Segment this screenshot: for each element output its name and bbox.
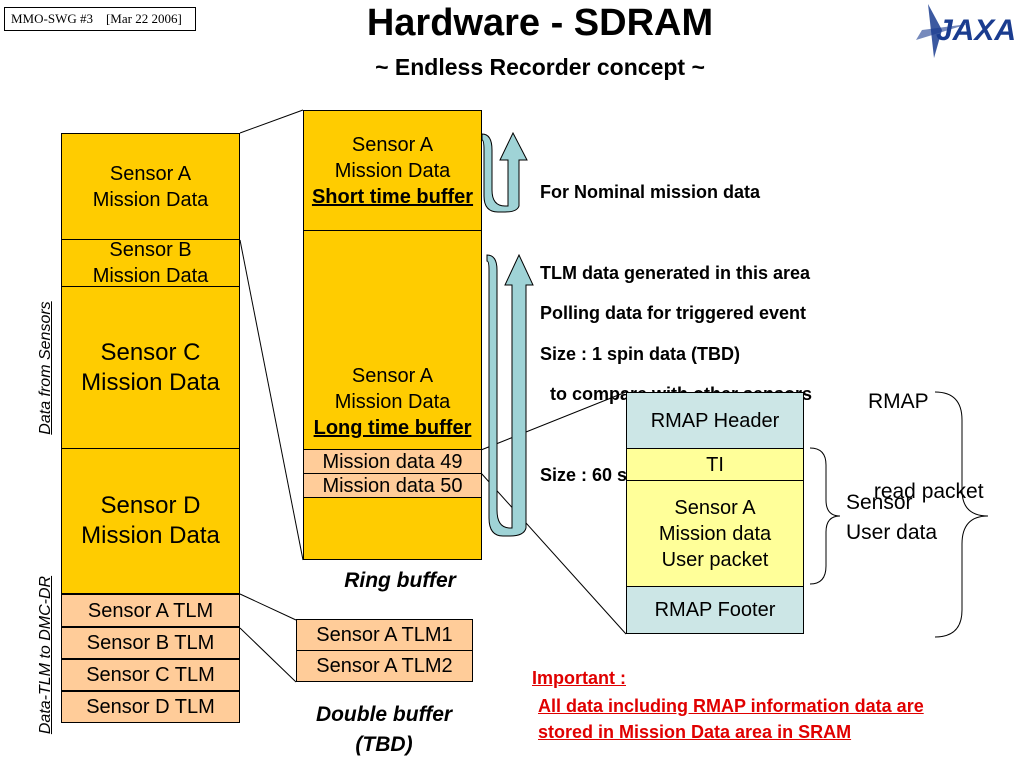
- rmap-footer-label: RMAP Footer: [654, 599, 776, 621]
- rmap-read-packet-brace-icon: [934, 391, 989, 638]
- mission-data-50-label: Mission data 50: [322, 474, 463, 497]
- mission-data-49: Mission data 49: [303, 449, 482, 474]
- long-buffer-line1: Sensor A: [351, 365, 434, 387]
- sensor-d-line1: Sensor D: [100, 492, 201, 519]
- user-packet-line3: User packet: [661, 548, 769, 571]
- long-buffer-line2: Mission Data: [334, 391, 451, 413]
- rmap-label-line1: RMAP: [868, 390, 929, 413]
- rmap-footer: RMAP Footer: [626, 586, 804, 634]
- short-buffer-line2: Mission Data: [334, 159, 451, 182]
- mission-data-49-label: Mission data 49: [322, 450, 463, 473]
- nominal-note-line1: For Nominal mission data: [540, 182, 761, 202]
- short-buffer-line1: Sensor A: [351, 133, 434, 156]
- sensor-c-line1: Sensor C: [100, 338, 201, 366]
- sensor-d-line2: Mission Data: [81, 522, 220, 549]
- sensor-c-line2: Mission Data: [81, 368, 220, 396]
- long-time-buffer: Sensor A Mission Data Long time buffer: [303, 230, 482, 450]
- nominal-note: For Nominal mission data TLM data genera…: [540, 125, 810, 395]
- sensor-user-data-label: Sensor User data: [846, 488, 937, 548]
- rmap-label-line2: read packet: [868, 480, 984, 503]
- important-title: Important :: [532, 668, 626, 688]
- sensor-d-tlm-label: Sensor D TLM: [86, 696, 215, 718]
- sensor-b-line1: Sensor B: [109, 239, 192, 261]
- nominal-note-line2: TLM data generated in this area: [540, 263, 811, 283]
- logo-text: JAXA: [936, 14, 1016, 47]
- sensor-a-line2: Mission Data: [92, 188, 209, 211]
- short-buffer-line3: Short time buffer: [311, 185, 474, 208]
- page-subtitle: ~ Endless Recorder concept ~: [375, 54, 705, 80]
- long-loop-arrow-icon: [486, 253, 534, 537]
- rmap-read-packet-label: RMAP read packet: [868, 327, 984, 537]
- sensor-a-tlm-label: Sensor A TLM: [87, 599, 214, 622]
- sensor-a-line1: Sensor A: [109, 162, 192, 185]
- sensor-b-tlm: Sensor B TLM: [61, 627, 240, 659]
- tlm2-label: Sensor A TLM2: [316, 655, 453, 677]
- important-line1: All data including RMAP information data…: [538, 696, 924, 716]
- rmap-ti: TI: [626, 448, 804, 481]
- sensor-user-data-brace-icon: [809, 447, 841, 585]
- user-data-line2: User data: [846, 521, 938, 544]
- sensor-a-tlm: Sensor A TLM: [61, 594, 240, 627]
- double-buffer-caption: Double buffer (TBD): [284, 700, 484, 760]
- ring-buffer-caption: Ring buffer: [344, 569, 456, 592]
- double-buffer-caption-line1: Double buffer: [315, 703, 453, 726]
- sensor-a-tlm2: Sensor A TLM2: [296, 650, 473, 682]
- user-packet-line1: Sensor A: [674, 496, 756, 519]
- tlm1-label: Sensor A TLM1: [316, 624, 453, 646]
- page-title: Hardware - SDRAM: [366, 2, 714, 44]
- user-data-line1: Sensor: [846, 491, 913, 514]
- slide-tag: MMO-SWG #3 [Mar 22 2006]: [4, 7, 196, 31]
- sensor-c-tlm-label: Sensor C TLM: [86, 664, 215, 686]
- long-buffer-line3: Long time buffer: [313, 417, 472, 439]
- sensor-c-tlm: Sensor C TLM: [61, 659, 240, 691]
- double-buffer-caption-line2: (TBD): [355, 733, 413, 756]
- rmap-header-label: RMAP Header: [650, 409, 780, 432]
- sensor-b-tlm-label: Sensor B TLM: [86, 632, 215, 654]
- jaxa-logo: JAXA: [908, 0, 1024, 68]
- sensor-b-line2: Mission Data: [92, 265, 209, 287]
- sensor-d-mission-data: Sensor D Mission Data: [61, 448, 240, 594]
- short-loop-arrow-icon: [481, 131, 528, 213]
- rmap-ti-label: TI: [706, 453, 724, 476]
- ring-buffer-free-area: [303, 497, 482, 560]
- user-packet-line2: Mission data: [658, 522, 772, 545]
- rmap-header: RMAP Header: [626, 392, 804, 449]
- sensor-d-tlm: Sensor D TLM: [61, 691, 240, 723]
- important-line2: stored in Mission Data area in SRAM: [538, 722, 852, 742]
- polling-note-line1: Polling data for triggered event: [540, 303, 807, 323]
- sensor-b-mission-data: Sensor B Mission Data: [61, 239, 240, 287]
- sensor-a-mission-data: Sensor A Mission Data: [61, 133, 240, 240]
- nominal-note-line3: Size : 1 spin data (TBD): [540, 344, 741, 364]
